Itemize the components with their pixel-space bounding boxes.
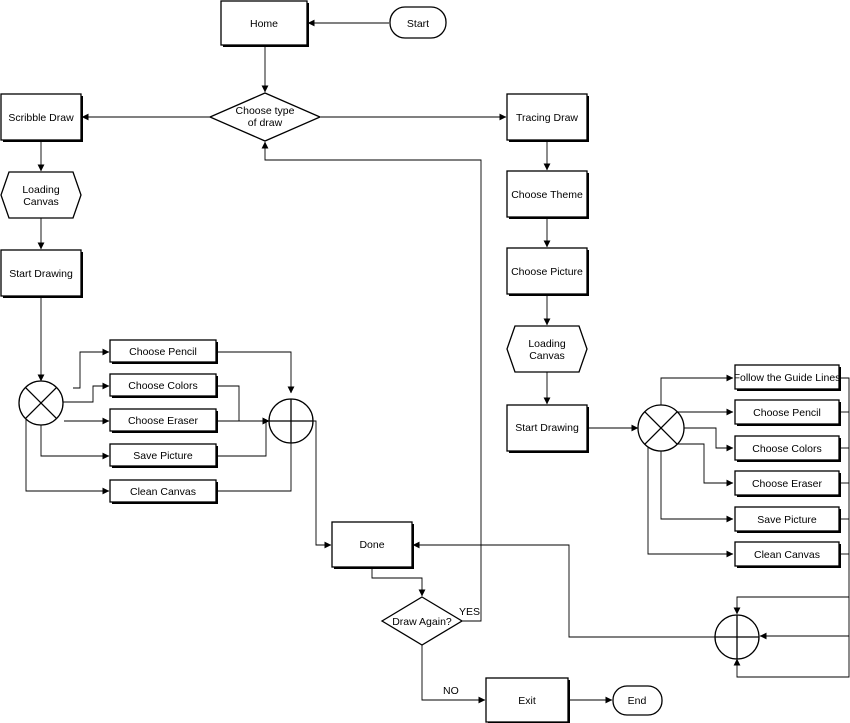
node-start-drawing-left: Start Drawing xyxy=(0,249,83,298)
edge-label-no: NO xyxy=(443,685,459,697)
node-choose-picture: Choose Picture xyxy=(506,247,589,296)
node-draw-again-label: Draw Again? xyxy=(392,616,452,628)
node-choose-colors-right: Choose Colors xyxy=(734,435,841,462)
node-choose-pencil-left-label: Choose Pencil xyxy=(129,346,197,358)
node-clean-canvas-right: Clean Canvas xyxy=(734,541,841,568)
choose-type-line-1: Choose type xyxy=(236,105,295,117)
node-save-picture-left-label: Save Picture xyxy=(133,450,193,462)
node-end-label: End xyxy=(628,695,647,707)
node-save-picture-left: Save Picture xyxy=(109,443,218,468)
node-tracing-draw: Tracing Draw xyxy=(506,93,589,142)
node-choose-pencil-right-label: Choose Pencil xyxy=(753,407,821,419)
merge-left-plus xyxy=(268,398,314,444)
node-choose-pencil-left: Choose Pencil xyxy=(109,339,218,364)
node-choose-type-decision: Choose type of draw xyxy=(208,92,322,142)
node-choose-eraser-left: Choose Eraser xyxy=(109,408,218,433)
node-start-drawing-right-label: Start Drawing xyxy=(515,422,579,434)
node-home: Home xyxy=(220,0,309,47)
edge-label-yes: YES xyxy=(459,606,480,618)
node-follow-guide-lines-label: Follow the Guide Lines xyxy=(734,372,841,384)
node-clean-canvas-right-label: Clean Canvas xyxy=(754,549,820,561)
node-done: Done xyxy=(331,521,414,569)
edge-split-guide xyxy=(660,374,734,405)
node-exit-label: Exit xyxy=(518,695,536,707)
node-clean-canvas-left: Clean Canvas xyxy=(109,479,218,504)
node-start-drawing-right: Start Drawing xyxy=(506,404,589,453)
node-loading-canvas-right: Loading Canvas xyxy=(506,325,588,373)
node-choose-theme-label: Choose Theme xyxy=(511,189,583,201)
edge-split-save-left xyxy=(40,425,110,460)
edge-right-bottom-merge xyxy=(733,636,850,678)
connectors xyxy=(25,19,850,704)
edge-split-clean-right xyxy=(647,433,734,558)
loading-left-line-1: Loading xyxy=(22,184,60,196)
edge-no-exit xyxy=(421,645,486,704)
edge-pencil-merge-left xyxy=(216,351,295,394)
loading-right-line-1: Loading xyxy=(528,338,566,350)
split-right-x xyxy=(637,404,685,452)
node-draw-again-decision: Draw Again? xyxy=(380,596,464,646)
edge-merge-done-left xyxy=(313,420,332,549)
node-scribble-draw: Scribble Draw xyxy=(0,93,83,142)
node-choose-colors-right-label: Choose Colors xyxy=(752,443,821,455)
node-choose-eraser-right-label: Choose Eraser xyxy=(752,478,823,490)
node-home-label: Home xyxy=(250,18,278,30)
node-follow-guide-lines: Follow the Guide Lines xyxy=(734,364,841,391)
split-left-x xyxy=(18,380,64,426)
edge-done-draw-again xyxy=(371,568,426,597)
node-scribble-draw-label: Scribble Draw xyxy=(8,112,74,124)
edge-split-pencil-left xyxy=(73,348,110,389)
edge-right-to-merge-side xyxy=(759,597,850,640)
node-loading-canvas-left: Loading Canvas xyxy=(0,171,82,219)
choose-type-line-2: of draw xyxy=(248,117,283,129)
node-choose-eraser-left-label: Choose Eraser xyxy=(128,415,199,427)
node-choose-colors-left-label: Choose Colors xyxy=(128,380,197,392)
edge-split-eraser-right xyxy=(677,443,734,487)
node-exit: Exit xyxy=(485,677,570,723)
edge-save-merge-left xyxy=(216,417,270,457)
node-choose-theme: Choose Theme xyxy=(506,170,589,219)
node-done-label: Done xyxy=(359,539,384,551)
node-start: Start xyxy=(389,6,447,39)
node-clean-canvas-left-label: Clean Canvas xyxy=(130,486,196,498)
edge-split-colors-left xyxy=(62,382,110,403)
node-choose-picture-label: Choose Picture xyxy=(511,266,583,278)
loading-left-line-2: Canvas xyxy=(23,196,59,208)
edge-split-colors-right xyxy=(680,427,734,452)
node-save-picture-right-label: Save Picture xyxy=(757,514,817,526)
node-start-drawing-left-label: Start Drawing xyxy=(9,268,73,280)
edge-clean-merge-left xyxy=(216,443,292,492)
node-end: End xyxy=(612,685,663,716)
edge-split-save-right xyxy=(660,451,734,523)
node-tracing-draw-label: Tracing Draw xyxy=(516,112,578,124)
edge-split-clean-left xyxy=(25,418,110,495)
node-save-picture-right: Save Picture xyxy=(734,506,841,533)
node-choose-pencil-right: Choose Pencil xyxy=(734,399,841,426)
node-start-label: Start xyxy=(407,18,429,30)
edge-colors-merge-left xyxy=(216,385,270,425)
merge-right-plus xyxy=(714,614,760,660)
loading-right-line-2: Canvas xyxy=(529,350,565,362)
edge-yes-loop xyxy=(261,141,482,622)
edge-merge-done-right xyxy=(412,541,715,638)
node-choose-eraser-right: Choose Eraser xyxy=(734,470,841,497)
node-choose-colors-left: Choose Colors xyxy=(109,373,218,398)
